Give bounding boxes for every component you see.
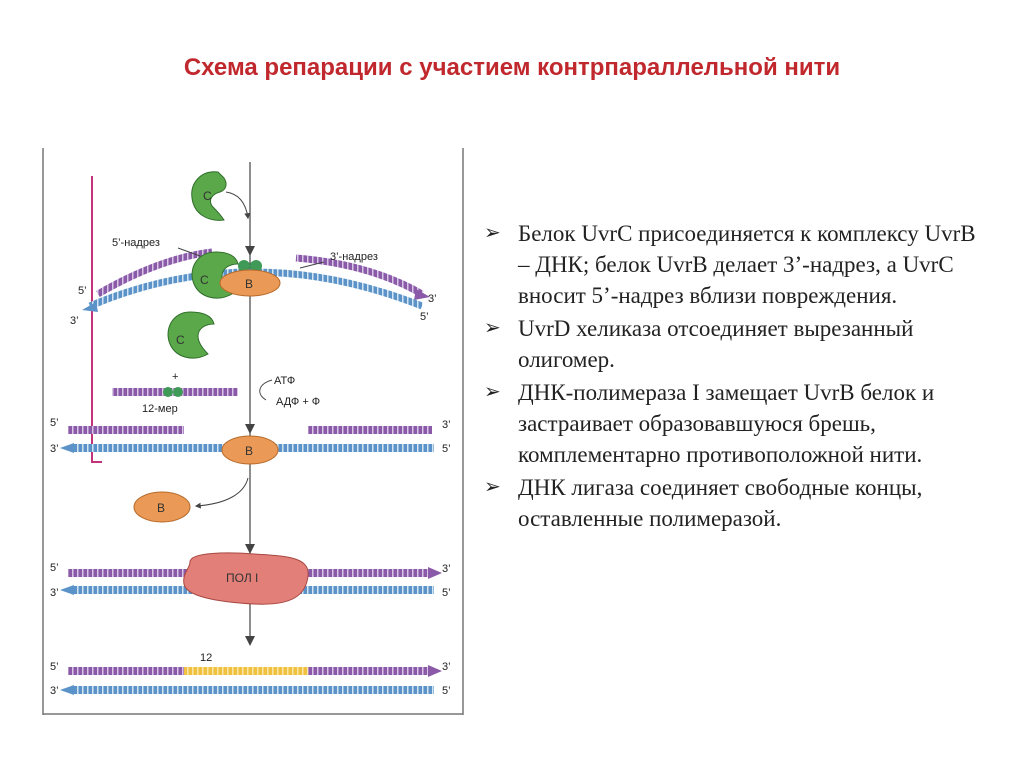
row3-3-label: 3’: [50, 587, 59, 599]
curved-5-right-label: 5’: [420, 311, 429, 323]
curved-3-left-label: 3’: [70, 315, 79, 327]
row2-5-right-label: 5’: [442, 443, 451, 455]
row4-3-right-label: 3’: [442, 661, 451, 673]
bullet-item: ➢ ДНК-полимераза I замещает UvrB белок и …: [482, 377, 992, 470]
atp-arrow: [259, 379, 273, 401]
nick-5-marker: [177, 247, 201, 257]
curved-strand-bottom-head: [82, 302, 98, 312]
uvrc-label-2: C: [200, 273, 209, 287]
uvrc-protein-free: [191, 171, 227, 221]
slide-title: Схема репарации с участием контрпараллел…: [183, 54, 841, 81]
row4-5-label: 5’: [50, 661, 59, 673]
pol-i-protein: [183, 552, 309, 605]
curved-5-label: 5’: [78, 285, 87, 297]
row4-5-right-label: 5’: [442, 685, 451, 697]
flow-arrowhead-1: [245, 246, 255, 256]
bullet-list: ➢ Белок UvrC присоединяется к комплексу U…: [482, 218, 992, 536]
label-12-mer: 12-мер: [142, 403, 178, 415]
row4-new-segment: [184, 667, 308, 675]
row2-3-label: 3’: [50, 443, 59, 455]
bullet-marker-icon: ➢: [484, 381, 501, 403]
flow-arrowhead-4: [245, 636, 255, 646]
uvrb-label-1: B: [245, 277, 253, 291]
row3-bottom-head: [60, 585, 74, 595]
pol-i-label: ПОЛ I: [226, 571, 258, 585]
row4-top-head: [428, 665, 442, 677]
label-atp: АТФ: [274, 375, 295, 387]
plus-sign: +: [172, 371, 178, 383]
bullet-item: ➢ Белок UvrC присоединяется к комплексу U…: [482, 218, 992, 311]
uvrb-protein-free: [133, 491, 191, 523]
row3-top-head: [428, 567, 442, 579]
oligo-lesion-1: [163, 387, 173, 397]
uvrb-protein-2: [221, 435, 279, 465]
uvrc-label-1: C: [203, 189, 212, 203]
nick-3-marker: [299, 261, 325, 269]
row4-3-label: 3’: [50, 685, 59, 697]
uvrb-label-3: B: [157, 501, 165, 515]
uvrb-label-2: B: [245, 444, 253, 458]
row4-top-left-strand: [68, 667, 184, 675]
oligo-lesion-2: [173, 387, 183, 397]
curved-3-right-label: 3’: [428, 293, 437, 305]
row3-5-right-label: 5’: [442, 587, 451, 599]
row2-3-right-label: 3’: [442, 419, 451, 431]
flow-arrowhead-2: [245, 424, 255, 434]
row2-top-right-strand: [308, 426, 432, 434]
bullet-marker-icon: ➢: [484, 317, 501, 339]
excision-bracket: [91, 176, 102, 463]
curved-strand-top-right: [295, 254, 424, 298]
repair-diagram: C C B 5’-надрез 3’-надрез 5’ 3’ 3’ 5’ C …: [40, 148, 465, 715]
label-3-nick: 3’-надрез: [330, 251, 378, 263]
curved-strand-top-left: [96, 248, 213, 298]
label-5-nick: 5’-надрез: [112, 237, 160, 249]
row2-top-left-strand: [68, 426, 184, 434]
row2-5-label: 5’: [50, 417, 59, 429]
bullet-text: UvrD хеликаза отсоединяет вырезанный оли…: [518, 316, 914, 372]
row4-bottom-head: [60, 685, 74, 695]
uvrc-curved-arrow: [225, 191, 251, 220]
row2-bottom-head: [60, 443, 74, 453]
uvrc-protein-released: [167, 311, 215, 359]
uvrb-protein-1: [219, 269, 281, 297]
row4-12-label: 12: [200, 652, 212, 664]
row4-top-right-strand: [308, 667, 430, 675]
bullet-text: Белок UvrC присоединяется к комплексу Uv…: [518, 221, 976, 308]
bullet-marker-icon: ➢: [484, 222, 501, 244]
bullet-marker-icon: ➢: [484, 476, 501, 498]
curved-strand-top-right-head: [414, 289, 430, 300]
damage-lesion-2: [250, 260, 262, 272]
label-adp: АДФ + Ф: [276, 396, 320, 408]
row3-5-label: 5’: [50, 562, 59, 574]
bullet-item: ➢ ДНК лигаза соединяет свободные концы, о…: [482, 472, 992, 534]
bullet-text: ДНК лигаза соединяет свободные концы, ос…: [518, 475, 923, 531]
row3-3-right-label: 3’: [442, 563, 451, 575]
row4-bottom-strand: [72, 686, 434, 694]
damage-lesion-1: [238, 260, 250, 272]
flow-arrowhead-3: [245, 544, 255, 554]
bullet-item: ➢ UvrD хеликаза отсоединяет вырезанный ол…: [482, 313, 992, 375]
uvrb-curved-arrow: [194, 477, 249, 509]
bullet-text: ДНК-полимераза I замещает UvrB белок и з…: [518, 380, 935, 467]
uvrc-label-3: C: [176, 333, 185, 347]
